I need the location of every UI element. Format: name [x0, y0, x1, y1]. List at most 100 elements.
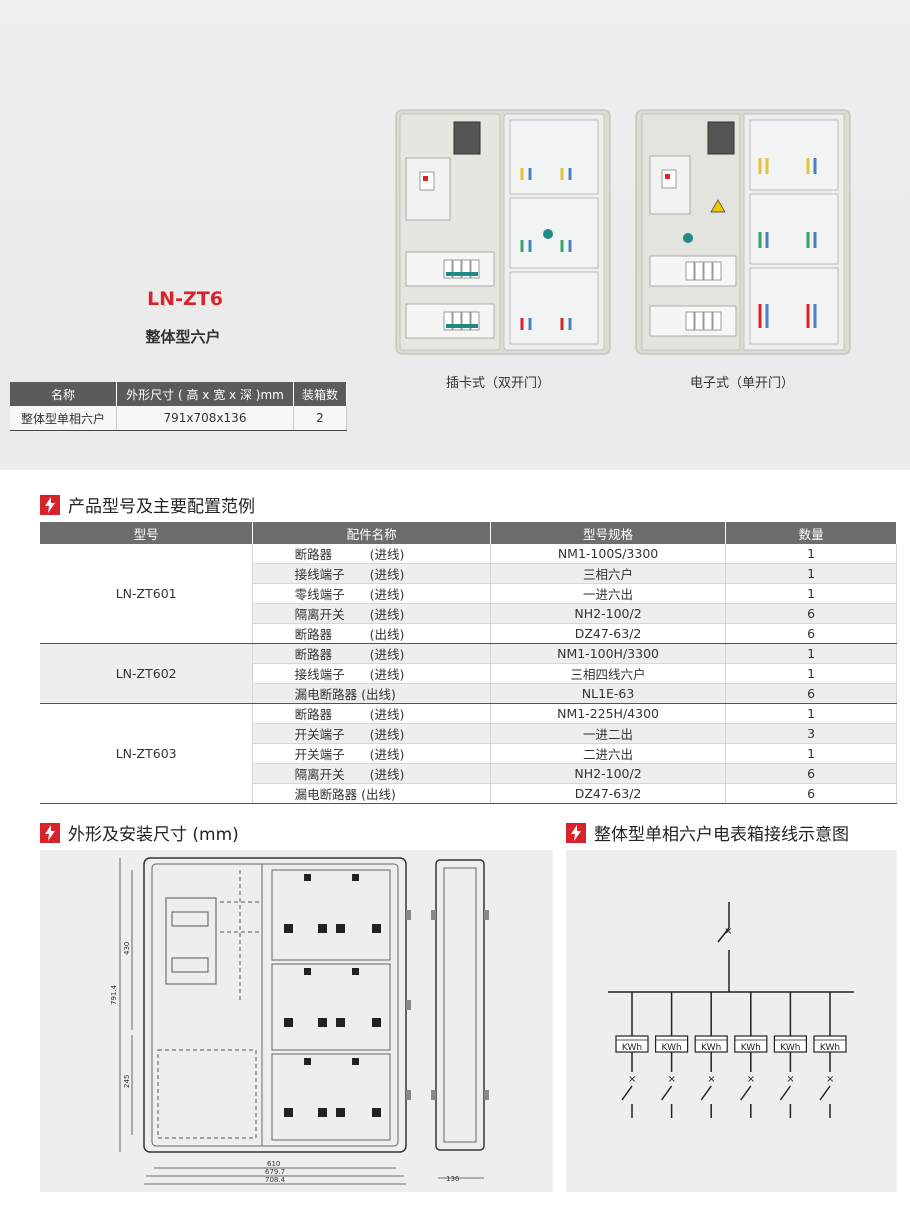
wiring-section-title: 整体型单相六户电表箱接线示意图	[566, 820, 849, 845]
branch-switch-x: ×	[826, 1074, 834, 1085]
cfg-header-part: 配件名称	[252, 522, 491, 544]
branch-switch	[621, 1085, 633, 1101]
table-row: 隔离开关 (进线) NH2-100/2 6	[40, 603, 897, 624]
part-cell: 接线端子 (进线)	[252, 563, 491, 584]
spec-header-count: 装箱数	[293, 382, 347, 406]
spec-table: 名称 外形尺寸 ( 高 x 宽 x 深 )mm 装箱数 整体型单相六户 791x…	[10, 382, 347, 431]
model-cell: LN-ZT602	[40, 643, 254, 704]
meter-branch: KWh ×	[654, 992, 689, 1118]
dim-height-total: 791.4	[110, 984, 118, 1005]
branch-switch-x: ×	[668, 1074, 676, 1085]
spec-cell: 三相四线六户	[490, 663, 727, 684]
branch-switch	[779, 1085, 792, 1101]
part-cell: 开关端子 (进线)	[252, 723, 491, 744]
part-cell: 漏电断路器 (出线)	[252, 683, 491, 704]
kwh-label: KWh	[662, 1043, 682, 1053]
dimensions-section-title: 外形及安装尺寸 (mm)	[40, 820, 239, 845]
config-table: 型号 配件名称 型号规格 数量 LN-ZT601 断路器 (进线) NM1-10…	[40, 522, 897, 804]
config-title-text: 产品型号及主要配置范例	[68, 497, 255, 517]
qty-cell: 1	[725, 743, 897, 764]
branch-switch	[740, 1085, 752, 1101]
kwh-label: KWh	[701, 1043, 721, 1053]
cfg-header-qty: 数量	[725, 522, 897, 544]
table-row: 零线端子 (进线) 一进六出 1	[40, 583, 897, 604]
config-section-title: 产品型号及主要配置范例	[40, 492, 255, 517]
branch-switch-x: ×	[786, 1074, 794, 1085]
product-model: LN-ZT6	[147, 288, 223, 310]
table-row: 接线端子 (进线) 三相四线六户 1	[40, 663, 897, 684]
dim-depth: 136	[446, 1175, 460, 1183]
dimension-drawing: 791.4 430 245 610 679.7 708.4 136	[110, 857, 489, 1185]
caption-electronic-type: 电子式（单开门）	[690, 376, 795, 391]
cfg-header-spec: 型号规格	[490, 522, 727, 544]
table-row: 漏电断路器 (出线) DZ47-63/2 6	[40, 783, 897, 804]
spec-cell: NM1-225H/4300	[490, 703, 727, 724]
spec-cell: NM1-100H/3300	[490, 643, 727, 664]
kwh-label: KWh	[820, 1043, 840, 1053]
kwh-label: KWh	[741, 1043, 761, 1053]
qty-cell: 6	[725, 683, 897, 704]
spec-cell: DZ47-63/2	[490, 623, 727, 644]
spec-cell: 一进二出	[490, 723, 727, 744]
spec-cell-count: 2	[293, 406, 347, 431]
main-switch-x: ×	[724, 926, 732, 937]
dimension-drawing-panel: 791.4 430 245 610 679.7 708.4 136	[40, 850, 553, 1192]
lightning-icon	[40, 822, 60, 843]
qty-cell: 6	[725, 623, 897, 644]
branch-switch-x: ×	[628, 1074, 636, 1085]
branch-switch	[819, 1085, 831, 1101]
qty-cell: 6	[725, 763, 897, 784]
part-cell: 断路器 (进线)	[252, 703, 491, 724]
qty-cell: 3	[725, 723, 897, 744]
spec-header-name: 名称	[10, 382, 117, 406]
wiring-diagram: × KWh×KWh×KWh×KWh×KWh×KWh×	[608, 902, 854, 1118]
part-cell: 漏电断路器 (出线)	[252, 783, 491, 804]
product-subtitle: 整体型六户	[145, 328, 221, 346]
dim-height-upper: 430	[123, 942, 131, 955]
lightning-icon	[566, 822, 586, 843]
branch-switch-x: ×	[747, 1074, 755, 1085]
table-row: 断路器 (出线) DZ47-63/2 6	[40, 623, 897, 644]
spec-cell: 一进六出	[490, 583, 727, 604]
spec-cell-name: 整体型单相六户	[10, 406, 117, 431]
part-cell: 断路器 (进线)	[252, 544, 491, 564]
table-row: 隔离开关 (进线) NH2-100/2 6	[40, 763, 897, 784]
table-row: 开关端子 (进线) 二进六出 1	[40, 743, 897, 764]
product-photo-card-type	[395, 109, 611, 355]
qty-cell: 1	[725, 563, 897, 584]
meter-branch: KWh ×	[813, 992, 847, 1118]
spec-cell: DZ47-63/2	[490, 783, 727, 804]
kwh-label: KWh	[622, 1043, 642, 1053]
table-row: 接线端子 (进线) 三相六户 1	[40, 563, 897, 584]
product-photo-electronic-type	[635, 109, 851, 355]
table-row: LN-ZT602 断路器 (进线) NM1-100H/3300 1	[40, 643, 897, 704]
branch-switch	[700, 1085, 712, 1101]
qty-cell: 1	[725, 544, 897, 564]
caption-card-type: 插卡式（双开门）	[446, 376, 551, 391]
spec-cell: 三相六户	[490, 563, 727, 584]
qty-cell: 1	[725, 703, 897, 724]
dim-height-lower: 245	[123, 1075, 131, 1088]
branch-switch-x: ×	[707, 1074, 715, 1085]
dim-width-3: 708.4	[265, 1176, 286, 1184]
part-cell: 开关端子 (进线)	[252, 743, 491, 764]
spec-cell: NM1-100S/3300	[490, 544, 727, 564]
qty-cell: 6	[725, 783, 897, 804]
meter-branch: KWh×	[773, 992, 807, 1118]
wiring-diagram-panel: × KWh×KWh×KWh×KWh×KWh×KWh×	[566, 850, 897, 1192]
meter-branch: KWh ×	[615, 992, 649, 1118]
meter-branch: KWh ×	[734, 992, 768, 1118]
spec-cell-size: 791x708x136	[116, 406, 294, 431]
spec-cell: NH2-100/2	[490, 603, 727, 624]
model-cell: LN-ZT601	[40, 544, 254, 644]
part-cell: 隔离开关 (进线)	[252, 603, 491, 624]
qty-cell: 1	[725, 643, 897, 664]
part-cell: 隔离开关 (进线)	[252, 763, 491, 784]
dim-width-1: 610	[267, 1160, 280, 1168]
dimensions-title-text: 外形及安装尺寸 (mm)	[68, 825, 239, 845]
table-row: LN-ZT601 断路器 (进线) NM1-100S/3300 1	[40, 544, 897, 644]
part-cell: 接线端子 (进线)	[252, 663, 491, 684]
part-cell: 断路器 (进线)	[252, 643, 491, 664]
table-row: 漏电断路器 (出线) NL1E-63 6	[40, 683, 897, 704]
part-cell: 零线端子 (进线)	[252, 583, 491, 604]
